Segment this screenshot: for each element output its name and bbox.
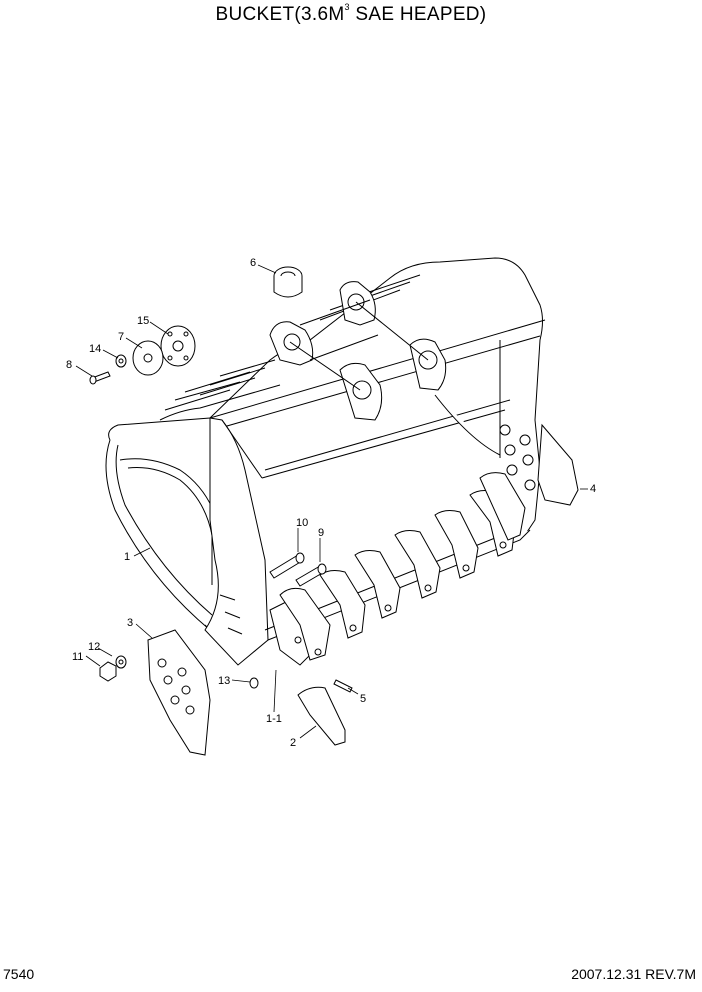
page-code: 7540 <box>3 966 35 982</box>
callout-10: 10 <box>296 517 308 529</box>
callout-4: 4 <box>590 483 596 495</box>
callout-13: 13 <box>218 675 230 687</box>
title-superscript: 3 <box>344 2 350 12</box>
bucket-body <box>105 257 546 666</box>
teeth-adapters <box>269 472 526 666</box>
revision-date: 2007.12.31 REV.7M <box>571 966 696 982</box>
callout-11: 11 <box>72 651 83 663</box>
callout-labels: 6 15 7 14 8 10 9 1 3 4 12 11 13 1-1 2 5 <box>66 257 596 749</box>
side-cutter-left <box>147 594 243 756</box>
title-suffix: SAE HEAPED) <box>349 4 487 25</box>
callout-1: 1 <box>124 551 130 563</box>
callout-15: 15 <box>137 315 149 327</box>
callout-2: 2 <box>290 737 296 749</box>
callout-5: 5 <box>360 693 366 705</box>
callout-7: 7 <box>118 331 124 343</box>
side-cutter-right <box>499 423 579 506</box>
title-text: BUCKET(3.6M <box>215 4 345 25</box>
leader-lines <box>75 264 588 739</box>
callout-9: 9 <box>318 527 324 539</box>
page-title: BUCKET(3.6M3 SAE HEAPED) <box>0 2 702 26</box>
callout-8: 8 <box>66 359 72 371</box>
callout-3: 3 <box>127 617 133 629</box>
boss-brackets <box>269 281 447 421</box>
callout-1-1: 1-1 <box>266 713 282 725</box>
callout-14: 14 <box>89 343 101 355</box>
callout-6: 6 <box>250 257 256 269</box>
hardware <box>89 266 353 746</box>
callout-12: 12 <box>88 641 100 653</box>
